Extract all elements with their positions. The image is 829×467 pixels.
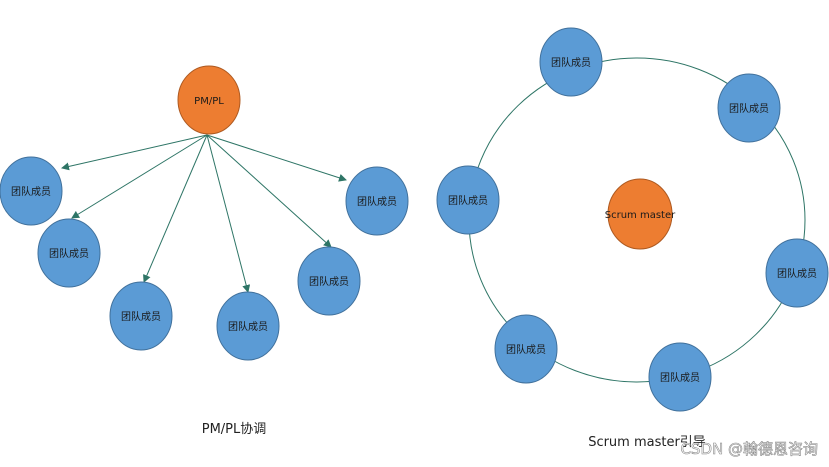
team-member-node: 团队成员 xyxy=(109,281,173,351)
arrow-to-member-5 xyxy=(206,134,332,248)
team-member-label: 团队成员 xyxy=(729,102,769,115)
coordination-arrows xyxy=(61,134,347,293)
arrow-to-member-1 xyxy=(61,134,208,171)
arrow-to-member-6 xyxy=(206,134,347,182)
team-member-node: 团队成员 xyxy=(0,156,63,226)
team-member-node: 团队成员 xyxy=(648,342,712,412)
team-member-node: 团队成员 xyxy=(37,218,101,288)
team-member-label: 团队成员 xyxy=(49,247,89,260)
csdn-watermark: CSDN @翰德恩咨询 xyxy=(680,440,818,458)
pm-pl-caption: PM/PL协调 xyxy=(202,422,267,437)
team-member-node: 团队成员 xyxy=(436,165,500,235)
team-member-label: 团队成员 xyxy=(660,371,700,384)
team-member-node: 团队成员 xyxy=(297,246,361,316)
arrow-to-member-4 xyxy=(206,134,251,293)
team-member-label: 团队成员 xyxy=(228,320,268,333)
team-member-node: 团队成员 xyxy=(717,73,781,143)
pm-pl-node: PM/PL xyxy=(177,65,241,135)
team-member-node: 团队成员 xyxy=(494,314,558,384)
scrum-master-guidance-diagram: Scrum master 团队成员 团队成员 团队成员 团队成员 团队成员 团队… xyxy=(436,27,829,450)
pm-pl-label: PM/PL xyxy=(194,96,224,107)
team-member-label: 团队成员 xyxy=(357,195,397,208)
scrum-master-node: Scrum master xyxy=(605,178,676,250)
team-member-label: 团队成员 xyxy=(448,194,488,207)
team-member-node: 团队成员 xyxy=(539,27,603,97)
team-member-label: 团队成员 xyxy=(506,343,546,356)
pm-pl-coordination-diagram: PM/PL 团队成员 团队成员 团队成员 团队成员 团队成员 团队成员 PM/P… xyxy=(0,65,409,437)
team-member-label: 团队成员 xyxy=(309,275,349,288)
arrow-to-member-2 xyxy=(71,134,208,219)
team-member-node: 团队成员 xyxy=(216,291,280,361)
team-member-label: 团队成员 xyxy=(777,267,817,280)
team-member-node: 团队成员 xyxy=(345,166,409,236)
scrum-master-caption: Scrum master引导 xyxy=(588,435,706,450)
team-member-label: 团队成员 xyxy=(551,56,591,69)
scrum-master-label: Scrum master xyxy=(605,210,676,221)
team-member-node: 团队成员 xyxy=(765,238,829,308)
arrow-to-member-3 xyxy=(143,134,208,283)
team-member-label: 团队成员 xyxy=(121,310,161,323)
team-member-label: 团队成员 xyxy=(11,185,51,198)
